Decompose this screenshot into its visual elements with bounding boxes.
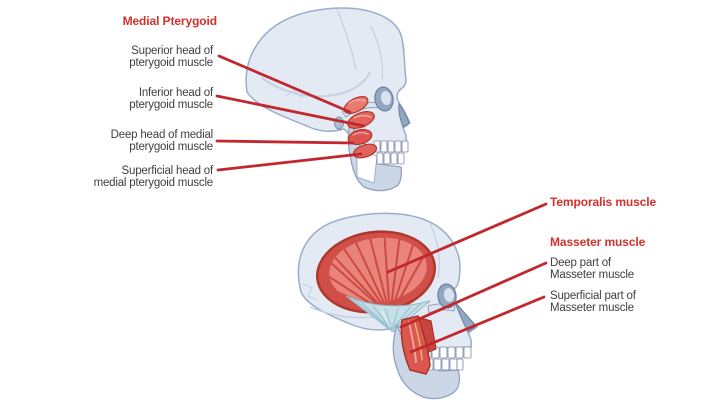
lower-teeth	[425, 358, 464, 371]
eye-orbit-inner	[443, 288, 455, 302]
leader-line-temporalis	[386, 202, 548, 274]
masseter-superficial-muscle	[400, 315, 431, 375]
mandible	[392, 324, 461, 400]
label-superficial-head: Superficial head of medial pterygoid mus…	[93, 165, 214, 189]
nasal-opening	[398, 102, 410, 128]
leader-line-superficial-masseter	[409, 295, 546, 354]
pterygoid-skull-illustration	[245, 7, 411, 192]
coronal-suture	[336, 8, 357, 71]
eye-orbit-inner	[380, 91, 392, 105]
temporal-line	[261, 71, 371, 98]
temporalis-title: Temporalis muscle	[550, 195, 657, 209]
label-deep-masseter: Deep part of Masseter muscle	[550, 257, 634, 281]
leader-line-inferior-head	[215, 94, 366, 128]
label-line: pterygoid muscle	[129, 57, 213, 69]
suture-zigzag	[302, 283, 318, 301]
label-line: Masseter muscle	[550, 302, 634, 314]
leader-line-deep-masseter	[399, 261, 548, 329]
masseter-tendon-streak	[413, 319, 423, 361]
tendon-glint	[381, 310, 391, 328]
label-line: Superficial part of	[550, 290, 636, 302]
pterygoid-section-title: Medial Pterygoid	[122, 14, 218, 28]
suture-line	[370, 25, 384, 80]
masseter-skull-illustration	[297, 212, 478, 400]
label-line: Deep part of	[550, 257, 611, 269]
label-line: Superior head of	[131, 45, 213, 57]
label-line: medial pterygoid muscle	[93, 177, 214, 189]
upper-teeth	[373, 140, 409, 153]
pterygoid-muscles	[343, 96, 378, 159]
masseter-title: Masseter muscle	[550, 235, 646, 249]
leader-line-deep-head	[215, 139, 355, 145]
label-line: Inferior head of	[138, 87, 213, 99]
label-line: pterygoid muscle	[129, 141, 213, 153]
leader-line-superior-head	[217, 54, 352, 114]
lower-teeth	[376, 152, 405, 165]
suture-zigzag	[285, 89, 311, 98]
label-line: Deep head of medial	[110, 129, 214, 141]
masseter-highlight	[408, 321, 417, 363]
label-superficial-masseter: Superficial part of Masseter muscle	[550, 290, 636, 314]
label-inferior-head: Inferior head of pterygoid muscle	[129, 87, 213, 111]
temporalis-tendon	[345, 295, 431, 333]
label-superior-head: Superior head of pterygoid muscle	[129, 45, 213, 69]
leader-lines	[215, 54, 548, 354]
label-line: Masseter muscle	[550, 269, 634, 281]
ear-canal	[334, 116, 344, 130]
label-line: pterygoid muscle	[129, 99, 213, 111]
leader-line-superficial-head	[216, 152, 363, 172]
muscle-highlights	[348, 99, 372, 136]
label-deep-head: Deep head of medial pterygoid muscle	[110, 129, 214, 153]
label-line: Superficial head of	[121, 165, 214, 177]
nasal-opening	[454, 301, 477, 333]
